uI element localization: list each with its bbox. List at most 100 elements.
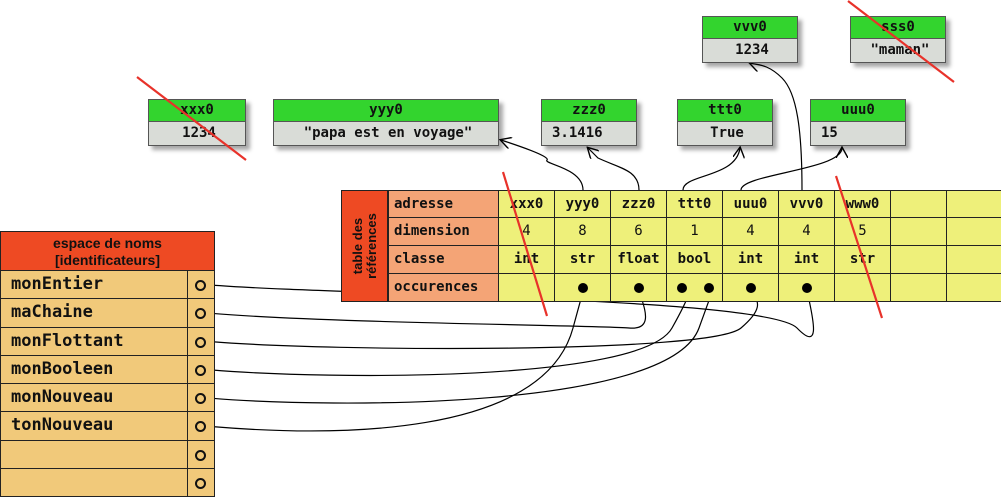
ref-cell-adresse: www0	[835, 190, 891, 218]
ref-cell-classe	[947, 246, 1001, 274]
ref-cell-adresse: vvv0	[779, 190, 835, 218]
object-name: zzz0	[542, 100, 636, 122]
ring-icon	[195, 478, 206, 490]
pointer-zzz0	[588, 148, 640, 191]
ring-icon	[195, 280, 206, 291]
ref-cell-adresse: zzz0	[611, 190, 667, 218]
namespace-row: monNouveau	[0, 384, 215, 413]
ref-cell-dimension	[947, 218, 1001, 246]
ref-cell-classe	[891, 246, 947, 274]
ref-cell-adresse	[947, 190, 1001, 218]
occurrence-dot	[802, 283, 812, 293]
object-ttt0: ttt0 True	[677, 99, 773, 146]
identifier-link	[188, 384, 215, 413]
ref-cell-classe: str	[835, 246, 891, 274]
ref-cell-dimension: 1	[667, 218, 723, 246]
ref-cell-dimension: 4	[779, 218, 835, 246]
object-name: ttt0	[678, 100, 772, 122]
object-sss0: sss0 "maman"	[850, 16, 946, 63]
object-value: 15	[811, 122, 905, 145]
namespace-row	[0, 469, 215, 498]
row-label-adresse: adresse	[388, 190, 499, 218]
ref-cell-occurences	[835, 274, 891, 302]
identifier-name: tonNouveau	[0, 412, 188, 441]
ring-icon	[195, 336, 206, 348]
occurrence-dot	[677, 283, 687, 293]
ref-cell-classe: int	[779, 246, 835, 274]
ref-cell-dimension: 8	[555, 218, 611, 246]
pointer-yyy0	[501, 140, 584, 191]
object-name: uuu0	[811, 100, 905, 122]
identifier-link	[188, 440, 215, 470]
identifier-link	[188, 271, 215, 300]
ref-cell-adresse: ttt0	[667, 190, 723, 218]
object-vvv0: vvv0 1234	[702, 16, 798, 63]
namespace-row: monFlottant	[0, 327, 215, 356]
ring-icon	[195, 364, 206, 376]
row-label-occurences: occurences	[388, 274, 499, 302]
pointer-ttt0	[682, 148, 740, 191]
ref-cell-dimension: 4	[723, 218, 779, 246]
object-zzz0: zzz0 3.1416	[541, 99, 637, 146]
ref-cell-classe: int	[499, 246, 555, 274]
ref-column-empty	[947, 190, 1001, 302]
ref-cell-adresse: xxx0	[499, 190, 555, 218]
ref-cell-dimension: 6	[611, 218, 667, 246]
ref-cell-occurences	[891, 274, 947, 302]
object-value: 1234	[149, 122, 245, 145]
identifier-link	[188, 412, 215, 441]
identifier-name: maChaine	[0, 299, 188, 328]
identifier-link	[188, 299, 215, 328]
namespace-row: tonNouveau	[0, 412, 215, 441]
object-value: "papa est en voyage"	[274, 122, 498, 145]
object-uuu0: uuu0 15	[810, 99, 906, 146]
ref-cell-classe: str	[555, 246, 611, 274]
object-name: xxx0	[149, 100, 245, 122]
ref-cell-dimension: 5	[835, 218, 891, 246]
namespace-row: monBooleen	[0, 355, 215, 385]
ref-cell-occurences	[499, 274, 555, 302]
namespace-row: monEntier	[0, 271, 215, 300]
ref-cell-dimension: 4	[499, 218, 555, 246]
row-labels: adresse dimension classe occurences	[388, 190, 499, 302]
ref-cell-dimension	[891, 218, 947, 246]
identifier-name: monFlottant	[0, 327, 188, 356]
ref-cell-classe: bool	[667, 246, 723, 274]
object-name: vvv0	[703, 17, 797, 39]
object-value: True	[678, 122, 772, 145]
object-name: yyy0	[274, 100, 498, 122]
ring-icon	[195, 449, 206, 461]
occurrence-dot	[704, 283, 714, 293]
object-value: 1234	[703, 39, 797, 62]
ref-cell-occurences	[667, 274, 723, 302]
identifier-name: monNouveau	[0, 384, 188, 413]
ring-icon	[195, 393, 206, 405]
pointer-uuu0	[740, 148, 842, 191]
ring-icon	[195, 421, 206, 433]
identifier-name: monEntier	[0, 271, 188, 300]
occurrence-dot	[578, 283, 588, 293]
namespace-panel: espace de noms [identificateurs] monEnti…	[0, 231, 215, 498]
object-name: sss0	[851, 17, 945, 39]
identifier-link	[188, 469, 215, 498]
ref-column-empty	[891, 190, 947, 302]
namespace-title: espace de noms [identificateurs]	[0, 231, 215, 271]
occurrence-dot	[746, 283, 756, 293]
ref-cell-adresse: yyy0	[555, 190, 611, 218]
namespace-row: maChaine	[0, 299, 215, 328]
ref-cell-classe: float	[611, 246, 667, 274]
object-value: "maman"	[851, 39, 945, 62]
ref-cell-adresse: uuu0	[723, 190, 779, 218]
namespace-row	[0, 440, 215, 470]
object-yyy0: yyy0 "papa est en voyage"	[273, 99, 499, 146]
ref-cell-occurences	[947, 274, 1001, 302]
identifier-name: monBooleen	[0, 355, 188, 385]
